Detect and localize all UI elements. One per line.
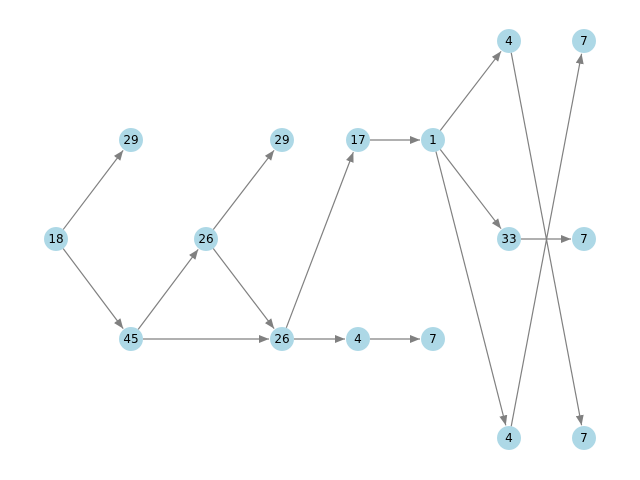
edge-n4c-to-n7b xyxy=(510,53,584,427)
node-n4a: 4 xyxy=(346,327,370,351)
node-n29b: 29 xyxy=(270,128,294,152)
node-circle xyxy=(270,128,294,152)
edge-n18-to-n29a xyxy=(62,149,124,230)
node-n17: 17 xyxy=(346,128,370,152)
nodes-layer: 18 29 45 26 29 26 17 4 7 1 4 33 4 7 7 7 xyxy=(44,29,596,450)
node-n45: 45 xyxy=(119,327,143,351)
node-circle xyxy=(44,227,68,251)
edge-n1-to-n33 xyxy=(439,149,502,230)
node-circle xyxy=(497,227,521,251)
node-label: 7 xyxy=(580,232,588,246)
node-label: 45 xyxy=(123,332,138,346)
node-label: 7 xyxy=(429,332,437,346)
node-circle xyxy=(119,327,143,351)
node-n4b: 4 xyxy=(497,29,521,53)
node-n26a: 26 xyxy=(194,227,218,251)
node-label: 4 xyxy=(505,431,513,445)
node-n26b: 26 xyxy=(270,327,294,351)
node-n7a: 7 xyxy=(421,327,445,351)
node-circle xyxy=(421,128,445,152)
node-label: 18 xyxy=(48,232,63,246)
edge-n1-to-n4b xyxy=(439,50,502,131)
edge-n45-to-n26a xyxy=(137,249,199,330)
node-label: 29 xyxy=(274,133,289,147)
edge-n18-to-n45 xyxy=(62,248,124,329)
node-circle xyxy=(572,426,596,450)
node-label: 4 xyxy=(505,34,513,48)
edge-n1-to-n4c xyxy=(435,151,508,426)
node-circle xyxy=(497,29,521,53)
node-n33: 33 xyxy=(497,227,521,251)
node-circle xyxy=(270,327,294,351)
node-circle xyxy=(346,327,370,351)
node-circle xyxy=(497,426,521,450)
node-label: 33 xyxy=(501,232,516,246)
node-label: 26 xyxy=(198,232,213,246)
node-circle xyxy=(119,128,143,152)
node-n7d: 7 xyxy=(572,426,596,450)
node-label: 7 xyxy=(580,34,588,48)
node-circle xyxy=(572,29,596,53)
node-circle xyxy=(346,128,370,152)
node-n7b: 7 xyxy=(572,29,596,53)
node-n7c: 7 xyxy=(572,227,596,251)
node-n29a: 29 xyxy=(119,128,143,152)
node-label: 17 xyxy=(350,133,365,147)
edge-n26a-to-n26b xyxy=(212,248,275,330)
edge-n26b-to-n17 xyxy=(285,151,354,329)
node-n4c: 4 xyxy=(497,426,521,450)
edge-n26a-to-n29b xyxy=(212,149,275,230)
node-label: 7 xyxy=(580,431,588,445)
node-label: 1 xyxy=(429,133,437,147)
node-circle xyxy=(572,227,596,251)
node-label: 26 xyxy=(274,332,289,346)
node-n18: 18 xyxy=(44,227,68,251)
node-circle xyxy=(421,327,445,351)
node-label: 29 xyxy=(123,133,138,147)
edges-layer xyxy=(62,50,584,427)
node-n1: 1 xyxy=(421,128,445,152)
node-label: 4 xyxy=(354,332,362,346)
node-circle xyxy=(194,227,218,251)
